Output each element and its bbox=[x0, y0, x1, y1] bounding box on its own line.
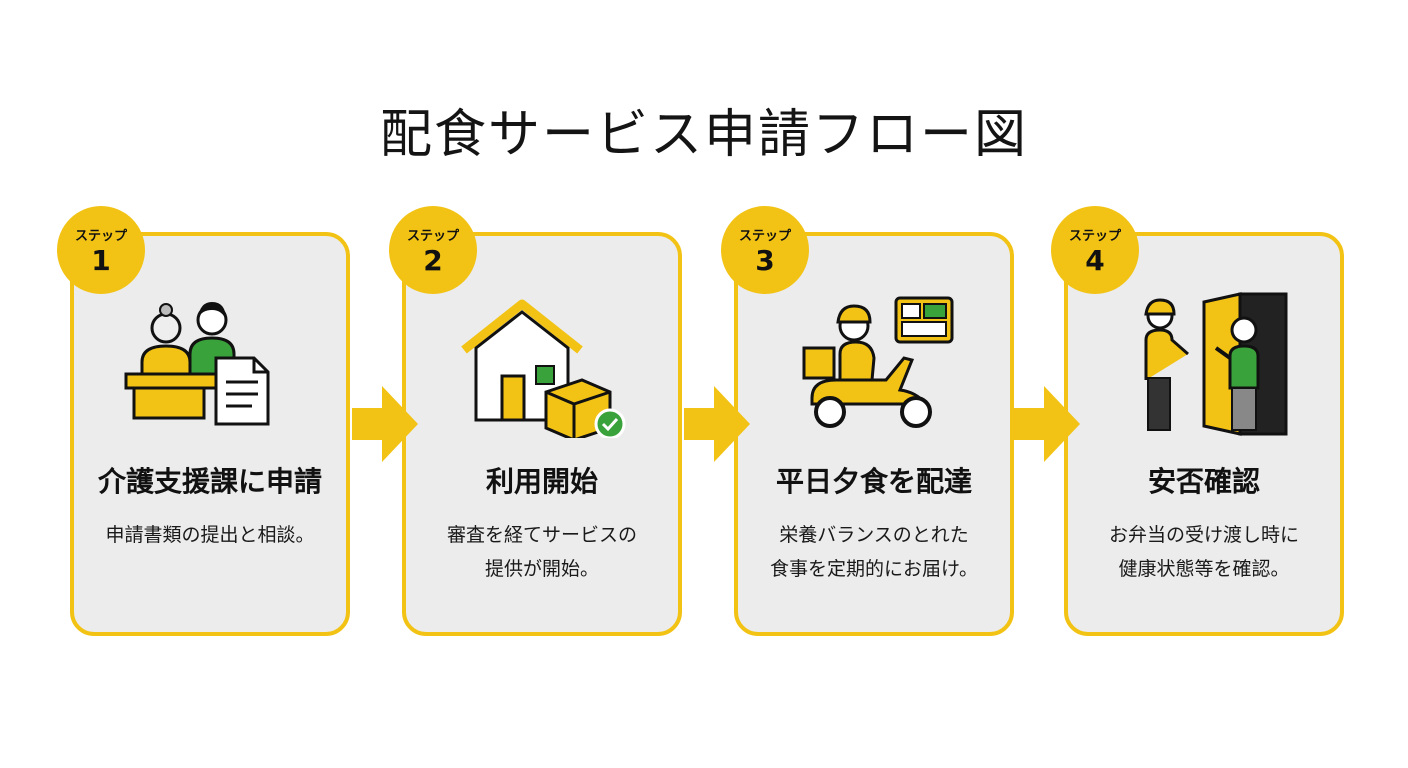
step-card-1: 介護支援課に申請 申請書類の提出と相談。 bbox=[70, 232, 350, 636]
step-badge-1: ステップ 1 bbox=[57, 206, 145, 294]
step-badge-number: 1 bbox=[91, 243, 111, 277]
step-desc-2: 審査を経てサービスの 提供が開始。 bbox=[446, 524, 637, 580]
arrow-right-icon bbox=[1014, 386, 1080, 462]
step-title-4: 安否確認 bbox=[1147, 465, 1260, 498]
doorstep-check-icon bbox=[1144, 292, 1288, 436]
application-desk-icon bbox=[124, 302, 270, 426]
step-desc-1: 申請書類の提出と相談。 bbox=[105, 524, 315, 546]
page-title: 配食サービス申請フロー図 bbox=[379, 105, 1028, 165]
step-card-2: 利用開始 審査を経てサービスの 提供が開始。 bbox=[402, 232, 682, 636]
step-desc-3: 栄養バランスのとれた 食事を定期的にお届け。 bbox=[769, 524, 979, 580]
step-badge-number: 4 bbox=[1085, 243, 1105, 277]
step-badge-label: ステップ bbox=[406, 228, 459, 244]
step-badge-3: ステップ 3 bbox=[721, 206, 809, 294]
step-title-1: 介護支援課に申請 bbox=[97, 465, 322, 498]
step-badge-label: ステップ bbox=[1068, 228, 1121, 244]
step-badge-4: ステップ 4 bbox=[1051, 206, 1139, 294]
step-badge-label: ステップ bbox=[738, 228, 791, 244]
step-badge-number: 3 bbox=[755, 243, 775, 277]
step-badge-number: 2 bbox=[423, 243, 443, 277]
step-desc-4: お弁当の受け渡し時に 健康状態等を確認。 bbox=[1108, 524, 1299, 580]
house-delivery-icon bbox=[461, 299, 626, 438]
step-card-4: 安否確認 お弁当の受け渡し時に 健康状態等を確認。 bbox=[1064, 232, 1344, 636]
scooter-delivery-icon bbox=[802, 296, 954, 428]
step-title-2: 利用開始 bbox=[485, 465, 598, 498]
step-badge-2: ステップ 2 bbox=[389, 206, 477, 294]
arrow-right-icon bbox=[684, 386, 750, 462]
step-title-3: 平日夕食を配達 bbox=[775, 465, 972, 498]
arrow-right-icon bbox=[352, 386, 418, 462]
step-card-3: 平日夕食を配達 栄養バランスのとれた 食事を定期的にお届け。 bbox=[734, 232, 1014, 636]
step-badge-label: ステップ bbox=[74, 228, 127, 244]
